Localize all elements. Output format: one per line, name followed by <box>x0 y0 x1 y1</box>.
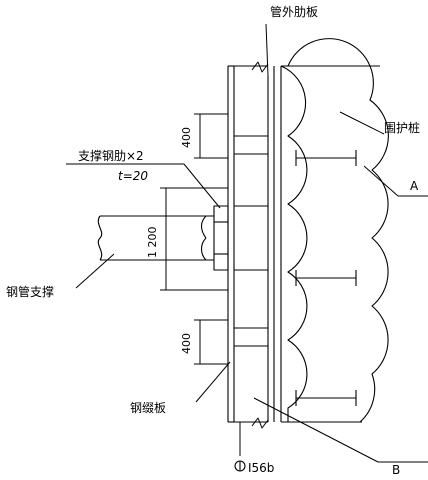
label-section-ref: I56b <box>248 461 274 475</box>
break-marks <box>239 61 269 456</box>
retaining-piles <box>280 38 389 423</box>
i-beam-section <box>234 65 282 423</box>
dimension-top <box>194 113 228 159</box>
label-thickness: t=20 <box>118 169 148 183</box>
label-support-rib: 支撑钢肋×2 <box>78 148 144 163</box>
dim-bottom-spacing: 400 <box>180 333 193 354</box>
label-steel-pipe: 钢管支撑 <box>6 284 54 299</box>
label-marker-b: B <box>392 463 400 477</box>
leader-lines <box>66 23 428 463</box>
steel-cable-plate <box>227 65 235 423</box>
pipe-outer-rib <box>213 205 229 271</box>
label-cable-plate: 钢缀板 <box>130 401 166 415</box>
label-outer-rib: 管外肋板 <box>270 4 318 19</box>
dim-pipe-height: 1 200 <box>146 227 159 259</box>
steel-pipe-support <box>97 215 214 261</box>
dim-top-spacing: 400 <box>180 127 193 148</box>
label-marker-a: A <box>410 179 419 193</box>
dimension-middle <box>160 187 228 291</box>
label-pile: 围护桩 <box>384 120 420 135</box>
dimension-bottom <box>194 319 228 365</box>
